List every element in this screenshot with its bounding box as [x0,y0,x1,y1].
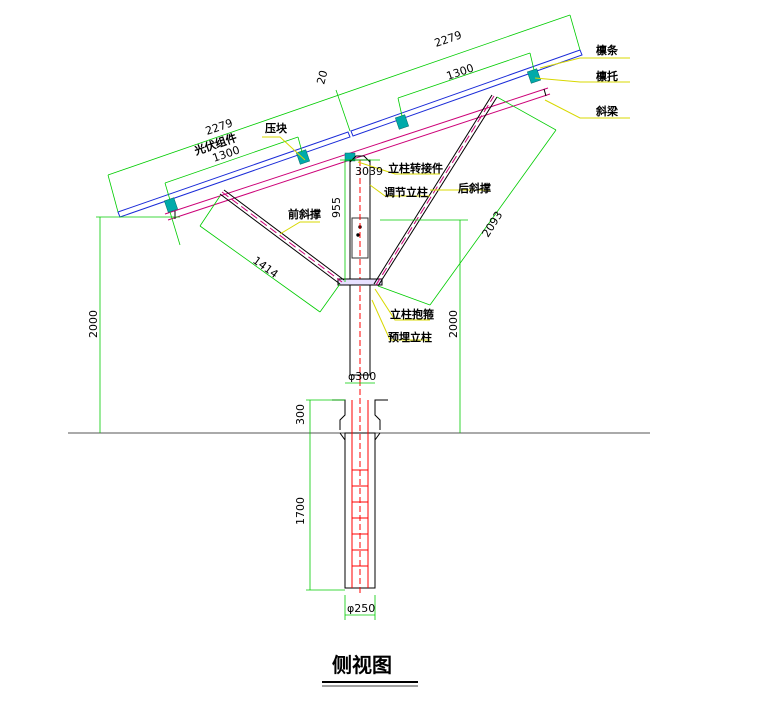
label-rear-brace: 后斜撑 [458,181,491,195]
inclined-beam [164,87,551,221]
pv-panel-lower [117,131,351,218]
purlin-bracket [527,68,541,84]
pv-panel-upper [350,49,583,137]
label-purlin: 檩条 [596,43,619,57]
column-connector [349,155,371,163]
purlin-bracket [395,114,409,130]
foundation [332,380,388,595]
column [349,155,371,380]
pv-panels [117,49,583,218]
purlin-bracket [296,149,310,165]
dim-front-brace: 1414 [250,254,280,281]
purlin-bracket [164,197,178,213]
dim-connector: 3039 [355,165,383,178]
dimension-lines [96,14,581,620]
dim-column-dia: φ300 [348,370,376,383]
label-purlin-bracket: 檩托 [596,69,618,83]
dim-rear-brace: 2093 [480,209,506,240]
dim-right-height: 2000 [447,310,460,338]
purlin-brackets [164,68,541,213]
label-front-brace: 前斜撑 [288,207,321,221]
dim-adjust-height: 955 [330,197,343,218]
dim-footing-dia: φ250 [347,602,375,615]
label-column-connector: 立柱转接件 [388,161,443,175]
label-adjust-column: 调节立柱 [384,185,428,199]
label-column-hoop: 立柱抱箍 [390,307,434,321]
leader-lines [262,57,630,341]
drawing-title: 侧视图 [332,653,392,677]
label-clamp: 压块 [265,121,288,135]
label-inclined-beam: 斜梁 [595,104,619,118]
dim-panel-gap: 20 [314,69,330,86]
dim-embed-depth: 1700 [294,497,307,525]
dim-purlin-spacing-upper: 1300 [445,61,476,82]
label-embedded-column: 预埋立柱 [388,330,432,344]
front-brace [219,193,341,285]
dim-panel-top: 2279 [433,28,464,49]
dim-above-ground: 300 [294,404,307,425]
dim-left-height: 2000 [87,310,100,338]
